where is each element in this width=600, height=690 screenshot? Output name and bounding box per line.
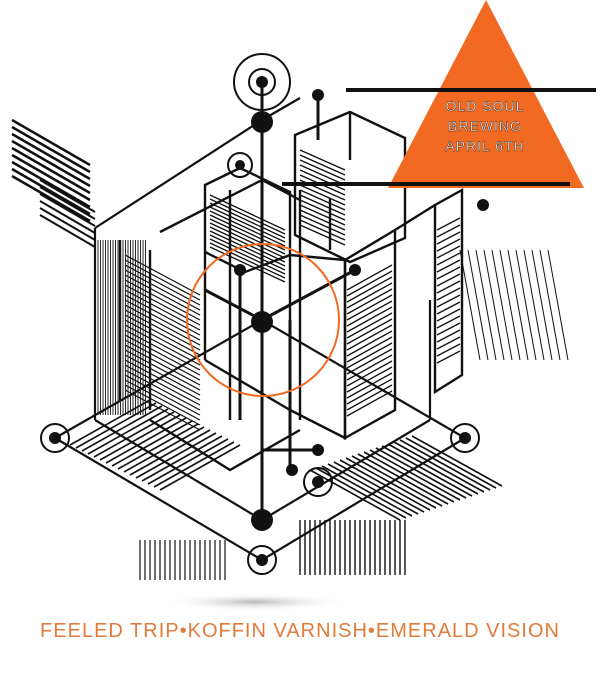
venue-block: OLD SOUL BREWING APRIL 6TH	[390, 96, 580, 156]
node	[234, 264, 246, 276]
ring-nodes	[40, 53, 480, 575]
node	[251, 111, 273, 133]
node	[477, 199, 489, 211]
bar-bottom	[282, 182, 570, 186]
drop-shadow	[160, 593, 350, 611]
band-lineup: FEELED TRIP•KOFFIN VARNISH•EMERALD VISIO…	[40, 620, 560, 642]
node	[312, 444, 324, 456]
node	[286, 464, 298, 476]
orange-ring	[186, 243, 340, 397]
venue-line-2: BREWING	[448, 118, 522, 134]
node	[312, 89, 324, 101]
axis-lines	[204, 82, 356, 520]
venue-line-1: OLD SOUL	[445, 98, 525, 114]
node	[251, 311, 273, 333]
event-date: APRIL 6TH	[445, 138, 525, 154]
orange-triangle	[388, 0, 584, 188]
bar-top	[346, 88, 596, 92]
node	[251, 509, 273, 531]
connector-nodes	[234, 89, 489, 531]
node	[349, 264, 361, 276]
